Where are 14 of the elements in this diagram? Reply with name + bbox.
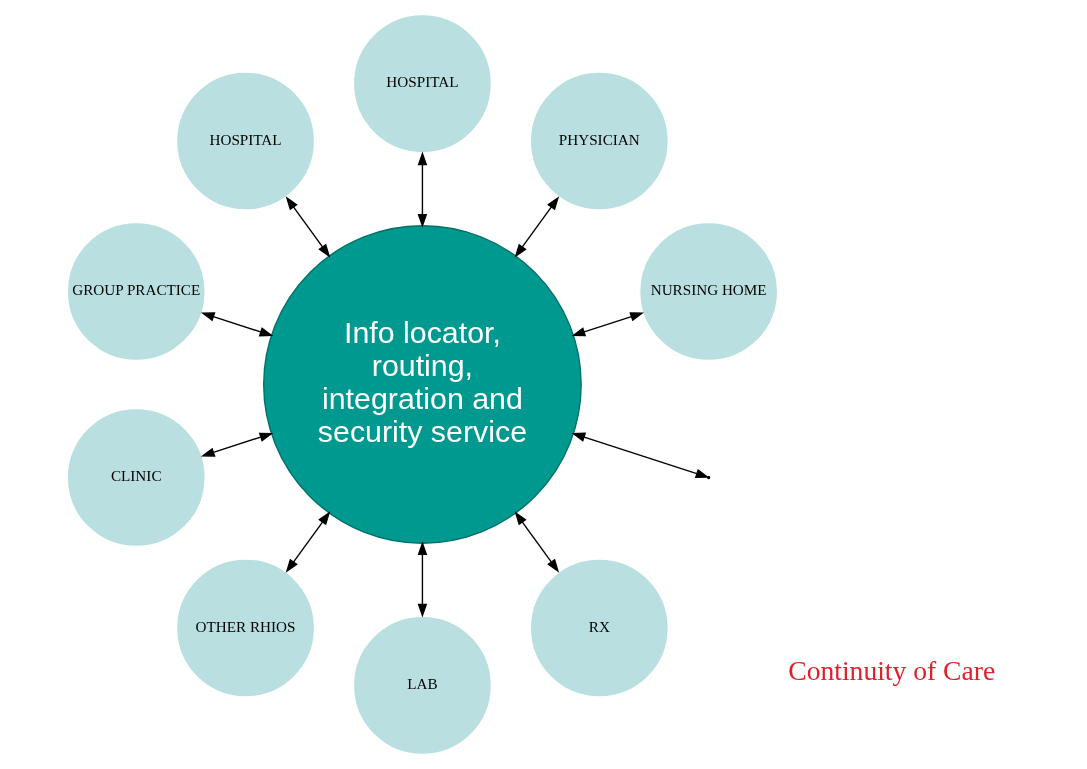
- arrow: [514, 511, 559, 573]
- arrow: [417, 151, 427, 228]
- arrow: [571, 312, 644, 337]
- arrow: [200, 432, 273, 457]
- arrow: [200, 312, 273, 337]
- arrow: [417, 541, 427, 618]
- node-circle: Info locator, routing, integration and security service: [262, 225, 582, 544]
- label: Continuity of Care: [787, 654, 995, 686]
- node-circle: GROUP PRACTICE: [64, 220, 207, 363]
- node-circle: CLINIC: [64, 406, 207, 549]
- arrow: [285, 196, 330, 258]
- arrow: [285, 511, 330, 573]
- node-circle: NURSING HOME: [637, 220, 780, 363]
- arrow: [514, 196, 559, 258]
